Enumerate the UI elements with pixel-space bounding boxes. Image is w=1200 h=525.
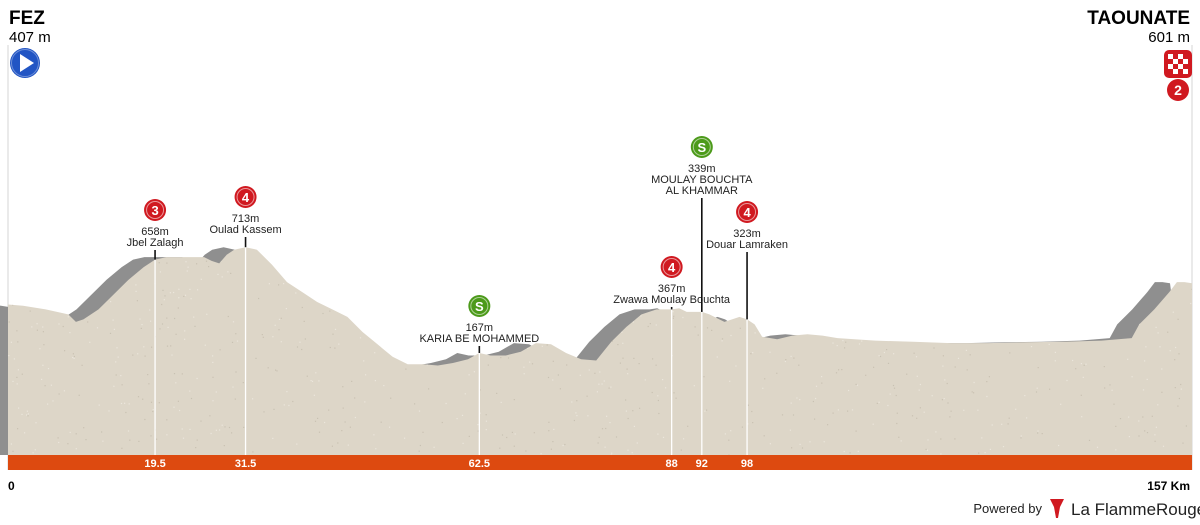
marker-km-label: 92 [696, 458, 708, 470]
marker-altitude: 339m [688, 163, 716, 175]
marker-altitude: 167m [466, 322, 494, 334]
climb-badge [736, 201, 759, 223]
sprint-badge [468, 295, 491, 317]
badge-ring [692, 138, 711, 156]
marker-name: MOULAY BOUCHTA [651, 174, 753, 186]
badge-ring [470, 297, 489, 315]
finish-altitude: 601 m [1148, 29, 1190, 46]
badge-ring [146, 201, 165, 219]
start-icon [10, 48, 40, 78]
badge-ring [662, 258, 681, 276]
badge-ring [738, 203, 757, 221]
profile-layer [0, 247, 1192, 455]
finish-town-name: TAOUNATE [1087, 8, 1190, 29]
start-altitude: 407 m [9, 29, 51, 46]
marker-km-label: 31.5 [235, 458, 256, 470]
flamme-rouge-logo-icon [1050, 499, 1064, 518]
climb-badge [660, 256, 683, 278]
distance-bar [8, 455, 1192, 470]
badge-ring [236, 188, 255, 206]
marker-altitude: 367m [658, 283, 686, 295]
marker-altitude: 713m [232, 213, 260, 225]
start-town-name: FEZ [9, 8, 45, 29]
marker-km-label: 62.5 [469, 458, 490, 470]
marker-km-label: 98 [741, 458, 753, 470]
marker-name: Oulad Kassem [209, 224, 281, 236]
x-axis-start-label: 0 [8, 479, 15, 493]
climb-badge [144, 199, 167, 221]
brand-name: La FlammeRouge [1071, 500, 1200, 519]
badge-label: S [697, 140, 706, 155]
finish-flag-icon [1164, 50, 1192, 78]
finish-badge-label: 2 [1174, 82, 1182, 98]
badge-label: 3 [151, 203, 158, 218]
marker-km-label: 88 [666, 458, 678, 470]
marker-name: Douar Lamraken [706, 239, 788, 251]
badge-label: 4 [242, 190, 250, 205]
powered-by-label: Powered by [973, 501, 1042, 516]
marker-name: Zwawa Moulay Bouchta [613, 294, 731, 306]
marker-altitude: 323m [733, 228, 761, 240]
marker-altitude: 658m [141, 226, 169, 238]
finish-category-badge: 2 [1167, 79, 1189, 101]
marker-km-label: 19.5 [144, 458, 165, 470]
marker-name: KARIA BE MOHAMMED [419, 333, 539, 345]
x-axis-end-label: 157 Km [1147, 479, 1190, 493]
badge-label: 4 [668, 260, 676, 275]
climb-badge [234, 186, 257, 208]
profile-terrain [8, 247, 1192, 455]
sprint-badge [690, 136, 713, 158]
badge-label: 4 [743, 205, 751, 220]
marker-name: Jbel Zalagh [127, 237, 184, 249]
marker-name: AL KHAMMAR [666, 185, 738, 197]
badge-label: S [475, 299, 484, 314]
